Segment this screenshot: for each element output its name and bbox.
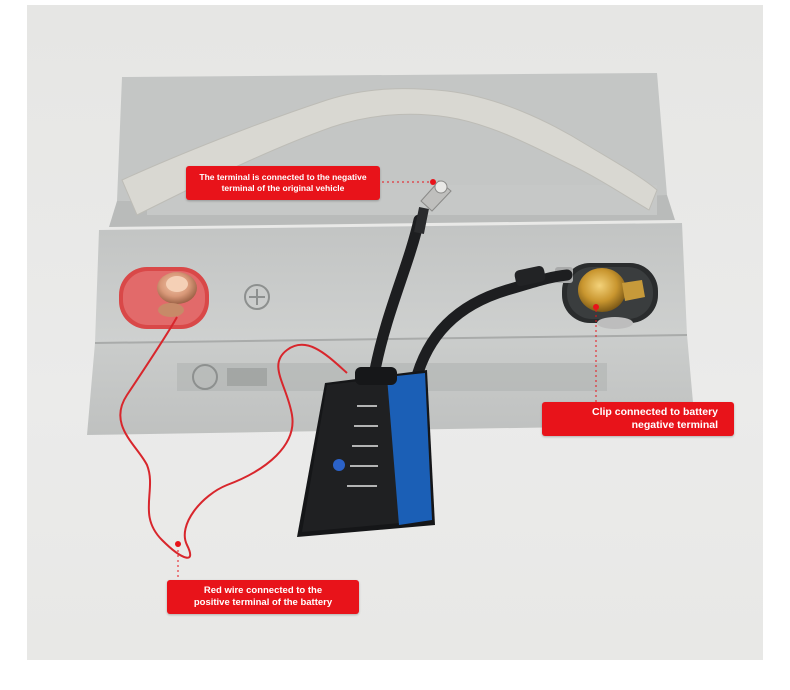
plus-sign-icon — [244, 284, 270, 310]
leader-lines — [177, 181, 597, 582]
black-cable-1 — [369, 214, 425, 376]
callout-red-wire-line1: Red wire connected to the — [203, 585, 323, 596]
callout-negative-terminal-line1: The terminal is connected to the negativ… — [199, 172, 367, 182]
control-module — [297, 367, 435, 537]
callout-clip-line1: Clip connected to battery — [591, 406, 718, 418]
callout-red-wire-line2: positive terminal of the battery — [193, 597, 333, 608]
ring-terminal — [420, 180, 452, 212]
callout-negative-terminal-line2: terminal of the original vehicle — [221, 183, 345, 193]
callout-clip: Clip connected to battery negative termi… — [542, 402, 734, 436]
handle-strap — [121, 88, 658, 216]
callout-red-wire: Red wire connected to the positive termi… — [167, 580, 359, 614]
leader-dots — [175, 179, 599, 547]
negative-terminal — [555, 263, 658, 329]
red-wire — [119, 316, 348, 559]
battery-illustration — [87, 73, 695, 582]
callout-negative-terminal: The terminal is connected to the negativ… — [186, 166, 380, 200]
callout-clip-line2: negative terminal — [631, 419, 718, 431]
battery-top — [95, 223, 687, 343]
product-photo — [27, 5, 763, 660]
positive-terminal — [119, 267, 209, 329]
